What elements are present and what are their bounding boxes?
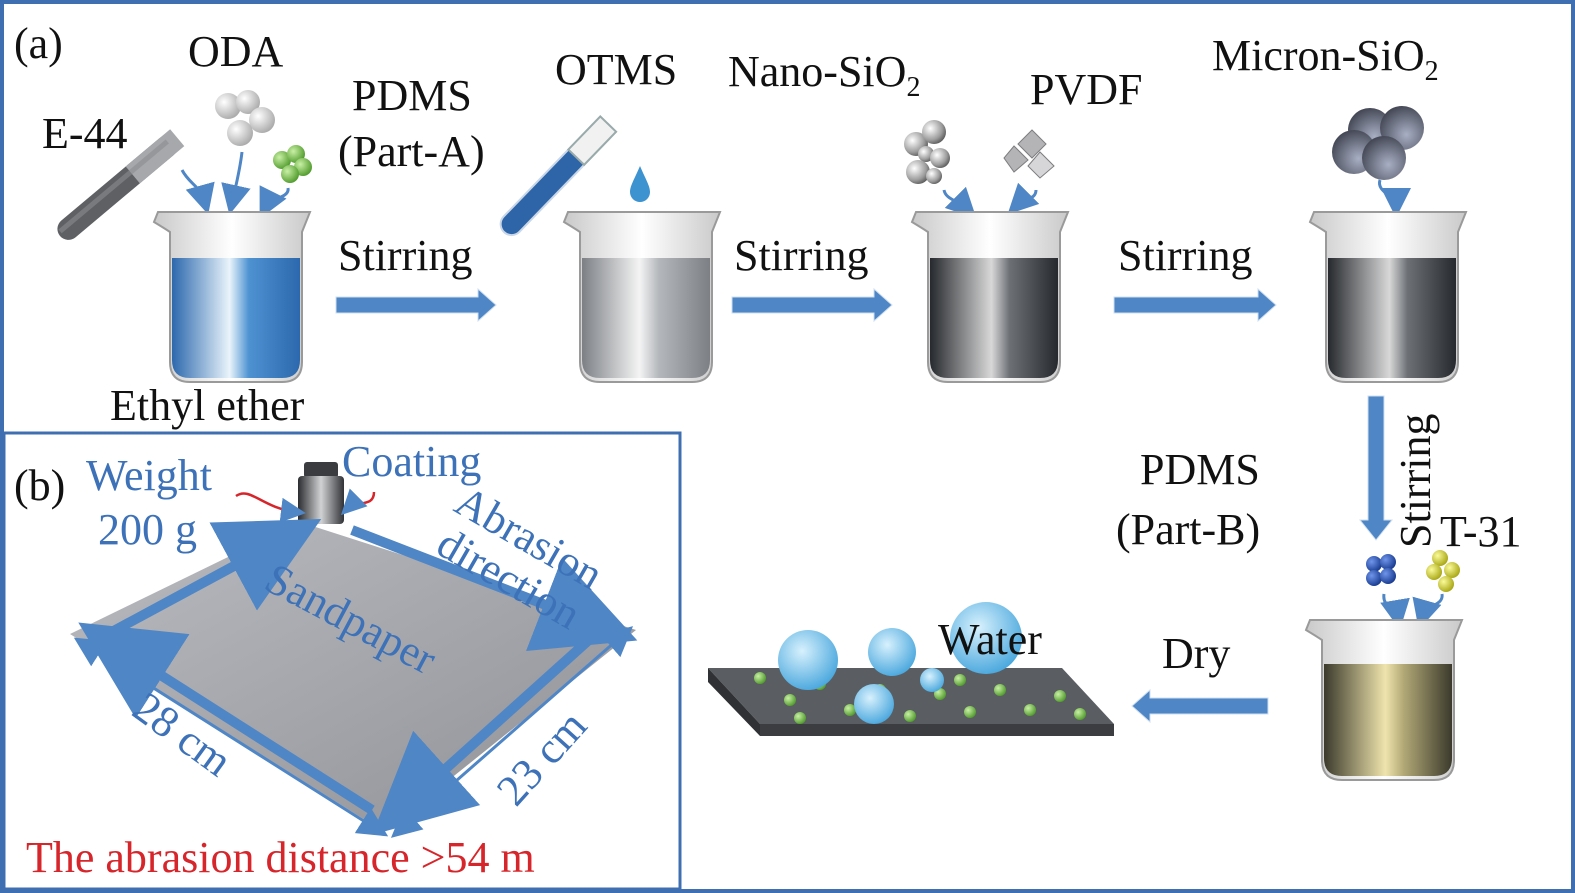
label-pdms-a-line1: PDMS	[352, 71, 472, 120]
feed-arrows	[180, 151, 290, 219]
label-pdms-b-line1: PDMS	[1140, 445, 1260, 494]
micron-feed-arrow	[1378, 179, 1411, 218]
label-ethyl-ether: Ethyl ether	[110, 381, 305, 430]
nano-sio2-pvdf-beaker	[910, 211, 1070, 383]
label-micron-sio2: Micron-SiO2	[1212, 31, 1439, 87]
e44-test-tube-icon	[57, 129, 185, 240]
label-weight-line1: Weight	[86, 451, 212, 500]
step-5-label: Dry	[1162, 629, 1230, 678]
step-5-arrow	[1131, 688, 1269, 724]
otms-beaker	[562, 211, 722, 383]
label-pdms-a-line2: (Part-A)	[338, 127, 485, 176]
superhydrophobic-coating-illustration: Water	[708, 602, 1114, 736]
nano-feed-arrows	[942, 182, 1040, 219]
panel-b: (b) Weight 200 g Coating Abrasion direct…	[2, 431, 682, 891]
label-water: Water	[938, 615, 1042, 664]
step-4-arrow	[1358, 395, 1394, 541]
label-pdms-b-line2: (Part-B)	[1116, 505, 1260, 554]
label-nano-sio2: Nano-SiO2	[728, 47, 920, 103]
nano-sio2-particles-icon	[904, 120, 950, 184]
t31-particles-icon	[1426, 550, 1460, 592]
pointer-arrows	[235, 488, 376, 523]
panel-a-tag: (a)	[14, 19, 63, 68]
final-beaker	[1304, 619, 1464, 781]
label-abrasion-distance: The abrasion distance >54 m	[26, 833, 535, 882]
step-2-arrow	[731, 287, 893, 323]
label-weight-line2: 200 g	[98, 505, 197, 554]
ethyl-ether-beaker	[152, 211, 312, 383]
label-t31: T-31	[1440, 507, 1522, 556]
micron-sio2-beaker	[1308, 211, 1468, 383]
panel-a: (a) E-44 ODA	[14, 19, 1522, 781]
panel-b-tag: (b)	[14, 461, 65, 510]
step-4-label: Stirring	[1391, 414, 1440, 548]
pdms-b-particles-icon	[1366, 554, 1396, 586]
otms-drop-icon	[630, 166, 650, 202]
dimension-arrows	[73, 626, 634, 838]
label-e44: E-44	[42, 109, 128, 158]
label-pvdf: PVDF	[1030, 65, 1143, 114]
step-3-label: Stirring	[1118, 231, 1252, 280]
micron-sio2-particles-icon	[1332, 106, 1424, 180]
label-oda: ODA	[188, 27, 284, 76]
step-1-label: Stirring	[338, 231, 472, 280]
otms-test-tube-icon	[499, 115, 618, 237]
step-1-arrow	[335, 287, 497, 323]
label-coating: Coating	[342, 437, 481, 486]
green-particles-icon	[273, 145, 312, 183]
step-2-label: Stirring	[734, 231, 868, 280]
weight-icon	[298, 462, 344, 524]
pvdf-crystals-icon	[1003, 129, 1055, 179]
final-feed-arrows	[1380, 593, 1444, 630]
water-droplets	[778, 602, 1022, 724]
step-3-arrow	[1113, 287, 1277, 323]
oda-particles-icon	[215, 90, 275, 146]
label-otms: OTMS	[555, 45, 677, 94]
